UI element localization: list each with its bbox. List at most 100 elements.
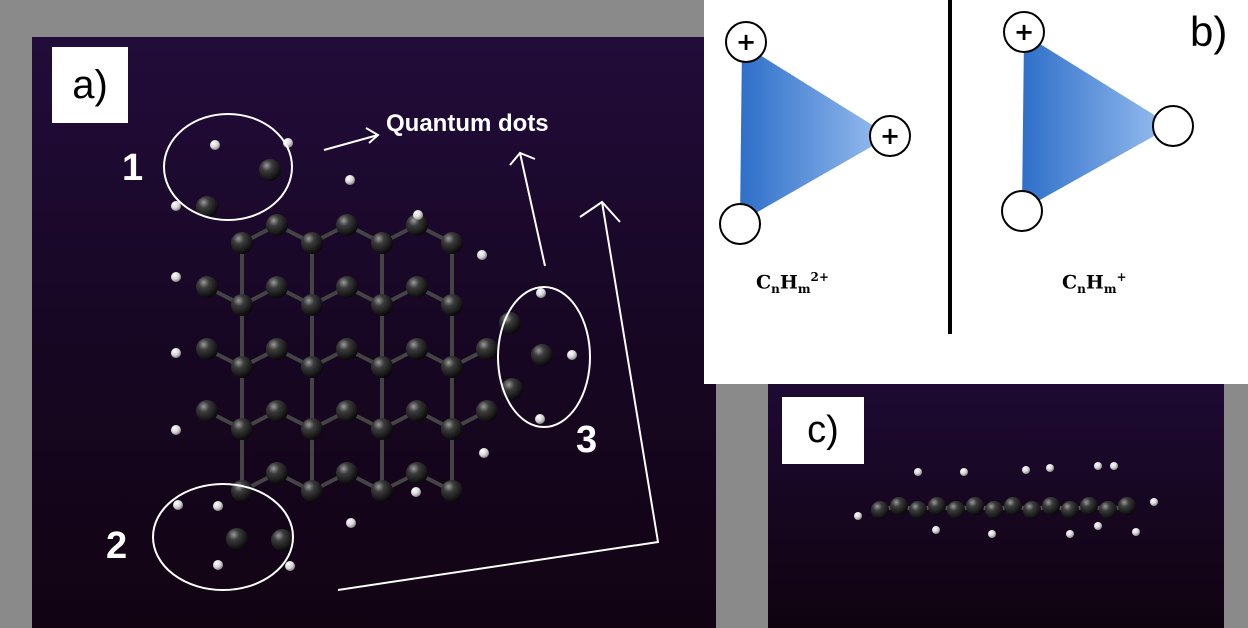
hydrogen-atom xyxy=(171,348,181,358)
carbon-atom xyxy=(196,196,218,218)
side-hydrogen-atom xyxy=(1150,498,1158,506)
formula-sub-m: m xyxy=(797,282,811,297)
carbon-atom xyxy=(266,214,288,236)
site-label-2: 2 xyxy=(106,525,128,567)
hydrogen-atom xyxy=(285,561,295,571)
panel-b-label: b) xyxy=(1190,8,1228,55)
carbon-atom xyxy=(231,480,253,502)
side-carbon-atom xyxy=(966,497,984,515)
hydrogen-atom xyxy=(346,518,356,528)
right-top-charge: + xyxy=(1014,18,1034,46)
hydrogen-atom xyxy=(479,448,489,458)
carbon-atom xyxy=(266,276,288,298)
formula-dication: CnHm2+ xyxy=(756,270,829,296)
hydrogen-atom xyxy=(171,272,181,282)
carbon-atom xyxy=(196,276,218,298)
site-1-ellipse xyxy=(163,113,293,221)
carbon-atom xyxy=(259,159,281,181)
carbon-atom xyxy=(301,356,323,378)
side-hydrogen-atom xyxy=(932,526,940,534)
carbon-atom xyxy=(301,418,323,440)
side-carbon-atom xyxy=(1118,497,1136,515)
side-carbon-atom xyxy=(1099,501,1117,519)
side-hydrogen-atom xyxy=(1022,466,1030,474)
side-carbon-atom xyxy=(909,501,927,519)
carbon-atom xyxy=(196,338,218,360)
left-bottom-site xyxy=(719,203,761,245)
carbon-atom xyxy=(371,294,393,316)
carbon-atom xyxy=(476,400,498,422)
carbon-atom xyxy=(231,356,253,378)
hydrogen-atom xyxy=(535,414,545,424)
formula-cation: CnHm+ xyxy=(1062,270,1127,296)
hydrogen-atom xyxy=(213,560,223,570)
carbon-atom xyxy=(406,214,428,236)
hydrogen-atom xyxy=(411,487,421,497)
side-hydrogen-atom xyxy=(1046,464,1054,472)
carbon-atom xyxy=(371,356,393,378)
carbon-atom xyxy=(226,528,248,550)
carbon-atom xyxy=(336,214,358,236)
carbon-atom xyxy=(231,294,253,316)
carbon-atom xyxy=(271,529,293,551)
left-right-site xyxy=(869,115,911,157)
hydrogen-atom xyxy=(345,175,355,185)
carbon-atom xyxy=(301,294,323,316)
formula-sub-n: n xyxy=(771,282,780,297)
carbon-atom xyxy=(301,480,323,502)
carbon-atom xyxy=(231,232,253,254)
hydrogen-atom xyxy=(171,425,181,435)
carbon-atom xyxy=(406,462,428,484)
side-hydrogen-atom xyxy=(914,468,922,476)
side-view-graphic xyxy=(854,462,1158,538)
carbon-atom xyxy=(499,312,521,334)
atom-layer xyxy=(171,138,577,571)
carbon-atom xyxy=(441,356,463,378)
carbon-atom xyxy=(406,400,428,422)
carbon-atom xyxy=(476,338,498,360)
panel-b-charge-schematic: + + + b) CnHm2+ CnHm+ xyxy=(704,0,1248,384)
carbon-atom xyxy=(266,462,288,484)
formula-charge: + xyxy=(1116,270,1127,284)
right-bottom-site xyxy=(1001,190,1043,232)
side-hydrogen-atom xyxy=(988,530,996,538)
quantum-dots-annotation: Quantum dots xyxy=(386,110,549,137)
panel-c-side-view: c) xyxy=(768,384,1224,628)
hydrogen-atom xyxy=(283,138,293,148)
carbon-atom xyxy=(371,232,393,254)
formula-sub-n: n xyxy=(1077,282,1086,297)
charge-schematic-graphic: + + + xyxy=(719,0,1194,334)
right-top-site xyxy=(1003,11,1045,53)
site-3-ellipse xyxy=(497,286,591,428)
carbon-atom xyxy=(441,294,463,316)
carbon-atom xyxy=(196,400,218,422)
arrow-to-site-1 xyxy=(323,127,380,151)
side-hydrogen-atom xyxy=(854,512,862,520)
formula-h: H xyxy=(1085,271,1104,294)
carbon-atom xyxy=(336,462,358,484)
left-top-charge: + xyxy=(736,28,756,56)
carbon-atom xyxy=(371,480,393,502)
annotation-layer xyxy=(152,113,660,591)
panel-a-molecule: a) 1 2 3 Quantum dots xyxy=(32,37,716,628)
carbon-atom xyxy=(501,378,523,400)
side-carbon-atom xyxy=(985,501,1003,519)
side-hydrogen-atom xyxy=(1132,528,1140,536)
carbon-atom xyxy=(266,400,288,422)
carbon-atom xyxy=(441,480,463,502)
formula-sub-m: m xyxy=(1103,282,1117,297)
side-hydrogen-atom xyxy=(960,468,968,476)
formula-c: C xyxy=(756,271,772,294)
carbon-atom xyxy=(406,276,428,298)
side-carbon-atom xyxy=(1042,497,1060,515)
hydrogen-atom xyxy=(413,210,423,220)
right-right-site xyxy=(1152,105,1194,147)
arrow-to-site-2 xyxy=(337,200,660,591)
right-triangle xyxy=(1022,34,1172,210)
side-carbon-atom xyxy=(871,501,889,519)
hydrogen-atom xyxy=(171,201,181,211)
side-hydrogen-atom xyxy=(1110,462,1118,470)
carbon-atom xyxy=(371,418,393,440)
hydrogen-atom xyxy=(210,140,220,150)
